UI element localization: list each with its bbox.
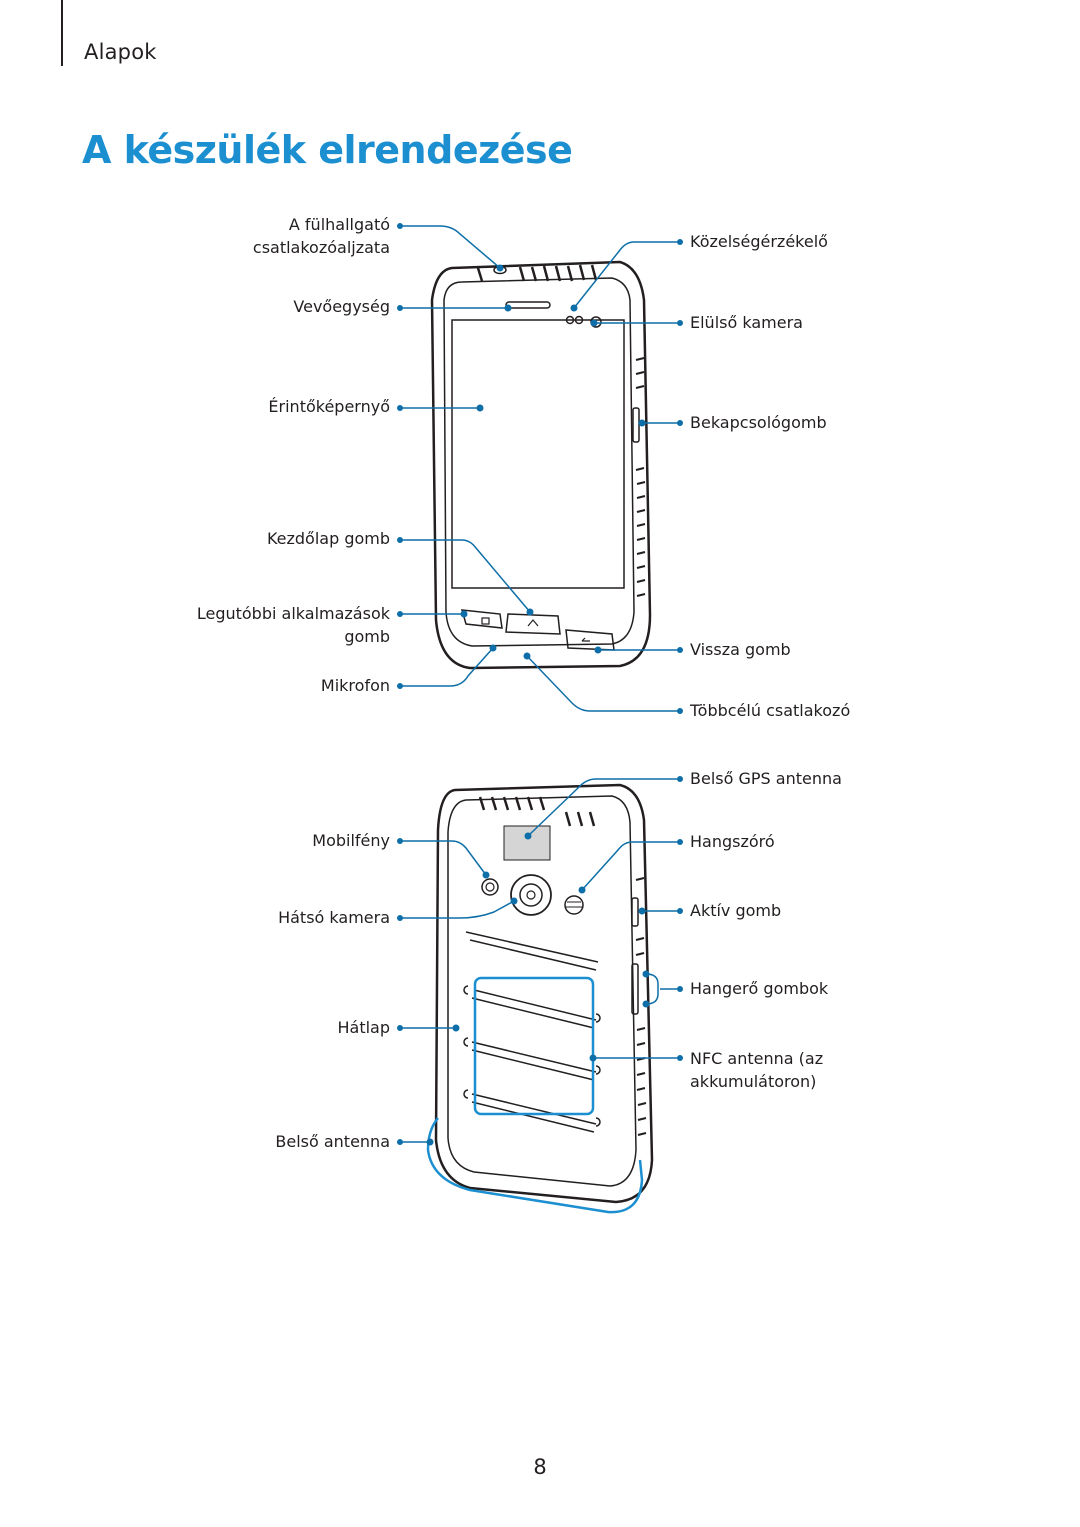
internal-antenna-highlight [426, 1117, 644, 1214]
header-rule [61, 0, 63, 66]
label-home-button: Kezdőlap gomb [266, 529, 390, 548]
label-recent-apps-button: Legutóbbi alkalmazások gomb [196, 604, 390, 646]
phone-back-illustration [434, 783, 654, 1204]
callout-dots [397, 223, 683, 1146]
section-title: Alapok [84, 40, 157, 64]
page-number: 8 [533, 1455, 547, 1479]
label-back-cover: Hátlap [337, 1018, 390, 1037]
label-active-key: Aktív gomb [690, 901, 782, 920]
label-microphone: Mikrofon [320, 676, 390, 695]
label-rear-camera: Hátsó kamera [278, 908, 390, 927]
label-back-button: Vissza gomb [690, 640, 791, 659]
label-multipurpose-jack: Többcélú csatlakozó [690, 701, 851, 720]
callout-lines [400, 225, 680, 1143]
label-earpiece: Vevőegység [293, 297, 390, 316]
label-touchscreen: Érintőképernyő [268, 397, 390, 416]
page-title: A készülék elrendezése [82, 128, 573, 172]
phone-front-illustration [430, 260, 652, 670]
label-power-key: Bekapcsológomb [690, 413, 827, 432]
label-speaker: Hangszóró [690, 832, 775, 851]
nfc-area-highlight [473, 976, 595, 1116]
label-flash: Mobilfény [312, 831, 390, 850]
label-internal-antenna: Belső antenna [275, 1132, 390, 1151]
label-gps-antenna: Belső GPS antenna [690, 769, 842, 788]
label-headset-jack: A fülhallgató csatlakozóaljzata [252, 215, 390, 257]
label-nfc-antenna: NFC antenna (az akkumulátoron) [690, 1049, 824, 1091]
label-proximity-sensor: Közelségérzékelő [690, 232, 828, 251]
label-volume-keys: Hangerő gombok [690, 979, 829, 998]
label-front-camera: Elülső kamera [690, 313, 803, 332]
